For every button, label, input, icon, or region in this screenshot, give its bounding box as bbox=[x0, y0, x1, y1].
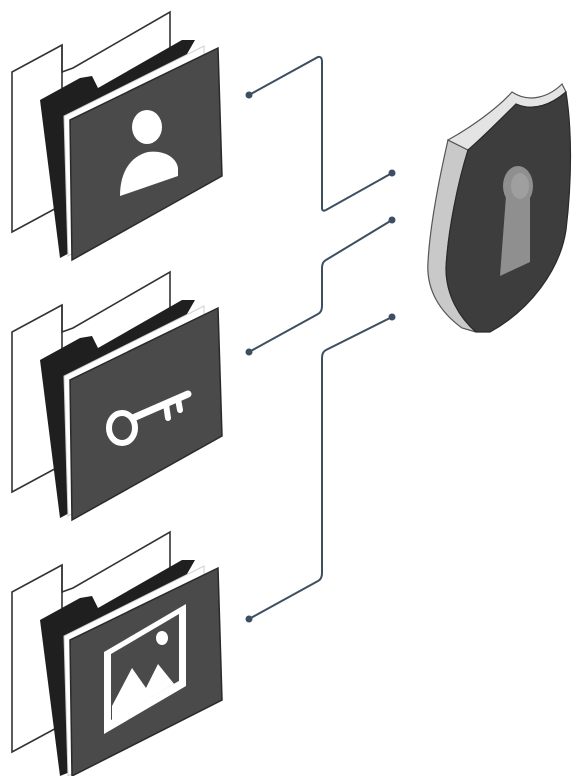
connector-dot bbox=[246, 349, 253, 356]
connector-dots bbox=[246, 92, 396, 623]
connectors bbox=[249, 57, 392, 619]
keyhole-icon bbox=[500, 166, 533, 276]
folder-image bbox=[12, 532, 222, 776]
connector-dot bbox=[389, 170, 396, 177]
connector-dot bbox=[389, 217, 396, 224]
folder-user bbox=[12, 12, 222, 260]
connector-dot bbox=[389, 314, 396, 321]
connector-line bbox=[249, 317, 392, 619]
connector-line bbox=[249, 220, 392, 352]
connector-line bbox=[249, 57, 392, 211]
shield bbox=[428, 84, 571, 332]
connector-dot bbox=[246, 92, 253, 99]
connector-dot bbox=[246, 616, 253, 623]
folder-key bbox=[12, 272, 222, 520]
